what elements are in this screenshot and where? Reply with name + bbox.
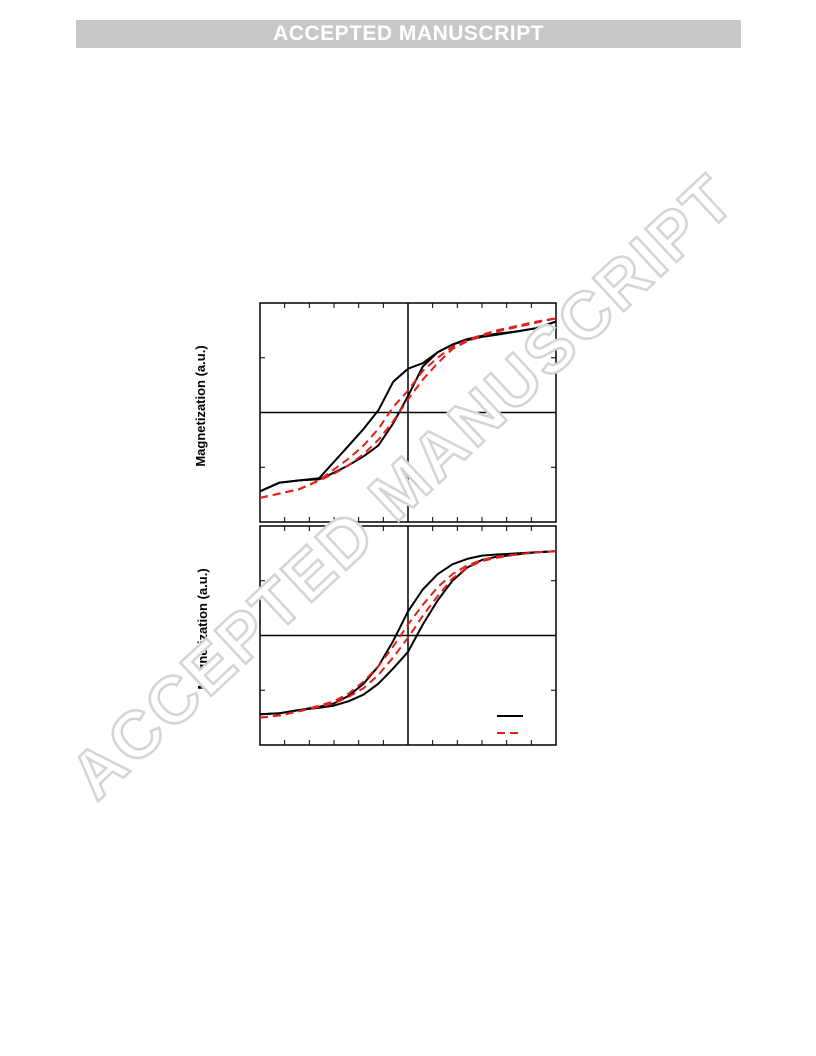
- solid-curve-0: [259, 320, 557, 493]
- top-panel-ylabel: Magnetization (a.u.): [193, 345, 208, 466]
- solid-curve-0: [259, 550, 557, 716]
- accepted-manuscript-banner: ACCEPTED MANUSCRIPT: [76, 20, 741, 48]
- bottom-panel: [259, 525, 557, 746]
- dashed-curve-2: [259, 550, 557, 719]
- top-panel: [259, 302, 557, 523]
- dashed-curve-3: [259, 550, 557, 719]
- dashed-curve-3: [259, 317, 557, 499]
- solid-curve-1: [259, 320, 557, 493]
- bottom-panel-ylabel: Magnetization (a.u.): [195, 568, 210, 689]
- dashed-curve-2: [259, 317, 557, 499]
